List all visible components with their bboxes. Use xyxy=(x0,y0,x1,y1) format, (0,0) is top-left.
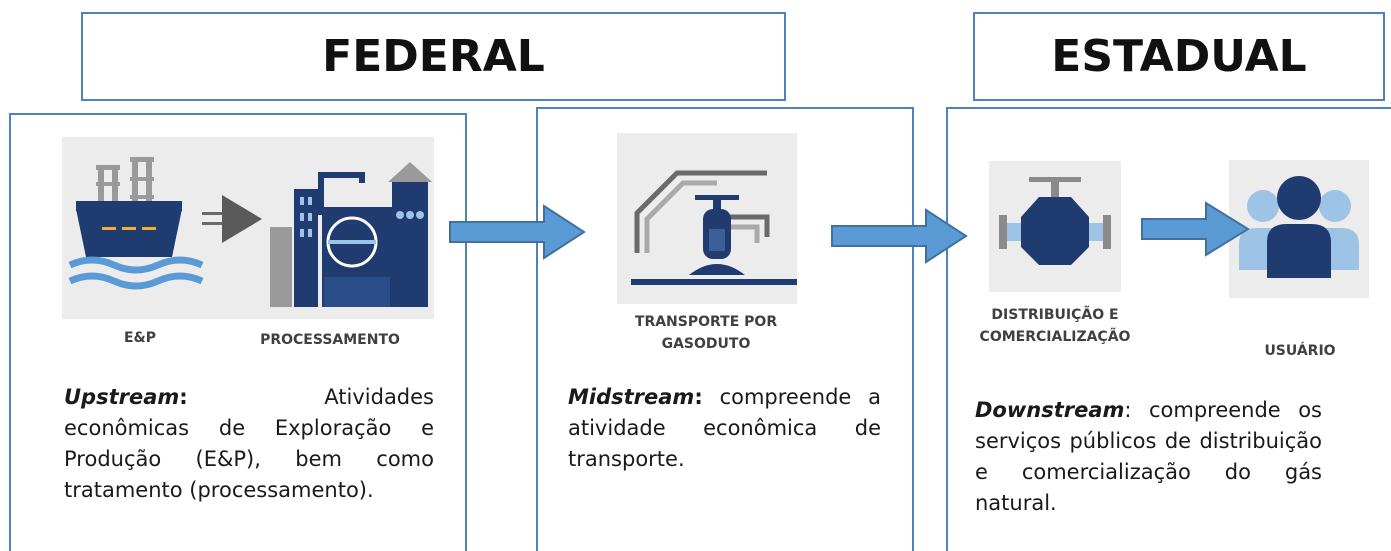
midstream-description: Midstream: compreende a atividade econôm… xyxy=(568,382,881,475)
upstream-colon: : xyxy=(179,385,188,409)
distribuicao-caption: DISTRIBUIÇÃO E COMERCIALIZAÇÃO xyxy=(979,307,1131,345)
midstream-colon: : xyxy=(694,385,703,409)
downstream-colon: : xyxy=(1124,398,1132,422)
midstream-term: Midstream xyxy=(568,385,695,409)
upstream-description: Upstream: Atividades econômicas de Explo… xyxy=(64,382,434,506)
midstream-body: compreende a atividade econômica de tran… xyxy=(568,385,881,471)
estadual-header-label: ESTADUAL xyxy=(1051,31,1307,82)
processamento-caption: PROCESSAMENTO xyxy=(260,332,400,348)
ep-processing-icon-tile xyxy=(62,137,434,319)
federal-header-label: FEDERAL xyxy=(322,31,545,82)
users-icon xyxy=(1239,176,1359,278)
estadual-header: ESTADUAL xyxy=(973,12,1385,101)
offshore-platform-icon xyxy=(96,157,154,217)
upstream-term: Upstream xyxy=(64,385,180,409)
usuario-caption: USUÁRIO xyxy=(1264,343,1336,359)
pipeline-icon xyxy=(631,170,797,285)
federal-header: FEDERAL xyxy=(81,12,786,101)
valve-icon-tile xyxy=(989,161,1121,292)
ep-caption: E&P xyxy=(123,330,157,346)
downstream-term: Downstream xyxy=(975,398,1125,422)
flow-arrow-up-to-mid xyxy=(449,204,586,260)
downstream-description: Downstream: compreende os serviços públi… xyxy=(975,395,1322,519)
upstream-body: econômicas de Exploração e Produção (E&P… xyxy=(64,416,434,502)
valve-icon xyxy=(999,177,1111,265)
ep-processing-icon xyxy=(68,157,432,307)
transporte-caption: TRANSPORTE POR GASODUTO xyxy=(634,314,778,352)
pipeline-icon-tile xyxy=(617,133,797,304)
processing-plant-icon xyxy=(270,162,432,307)
upstream-body-line1: Atividades xyxy=(324,385,434,409)
flow-arrow-dist-to-user xyxy=(1141,201,1250,257)
flow-arrow-mid-to-down xyxy=(831,208,968,264)
user-icon-tile xyxy=(1229,160,1369,298)
downstream-body: compreende os serviços públicos de distr… xyxy=(975,398,1322,515)
